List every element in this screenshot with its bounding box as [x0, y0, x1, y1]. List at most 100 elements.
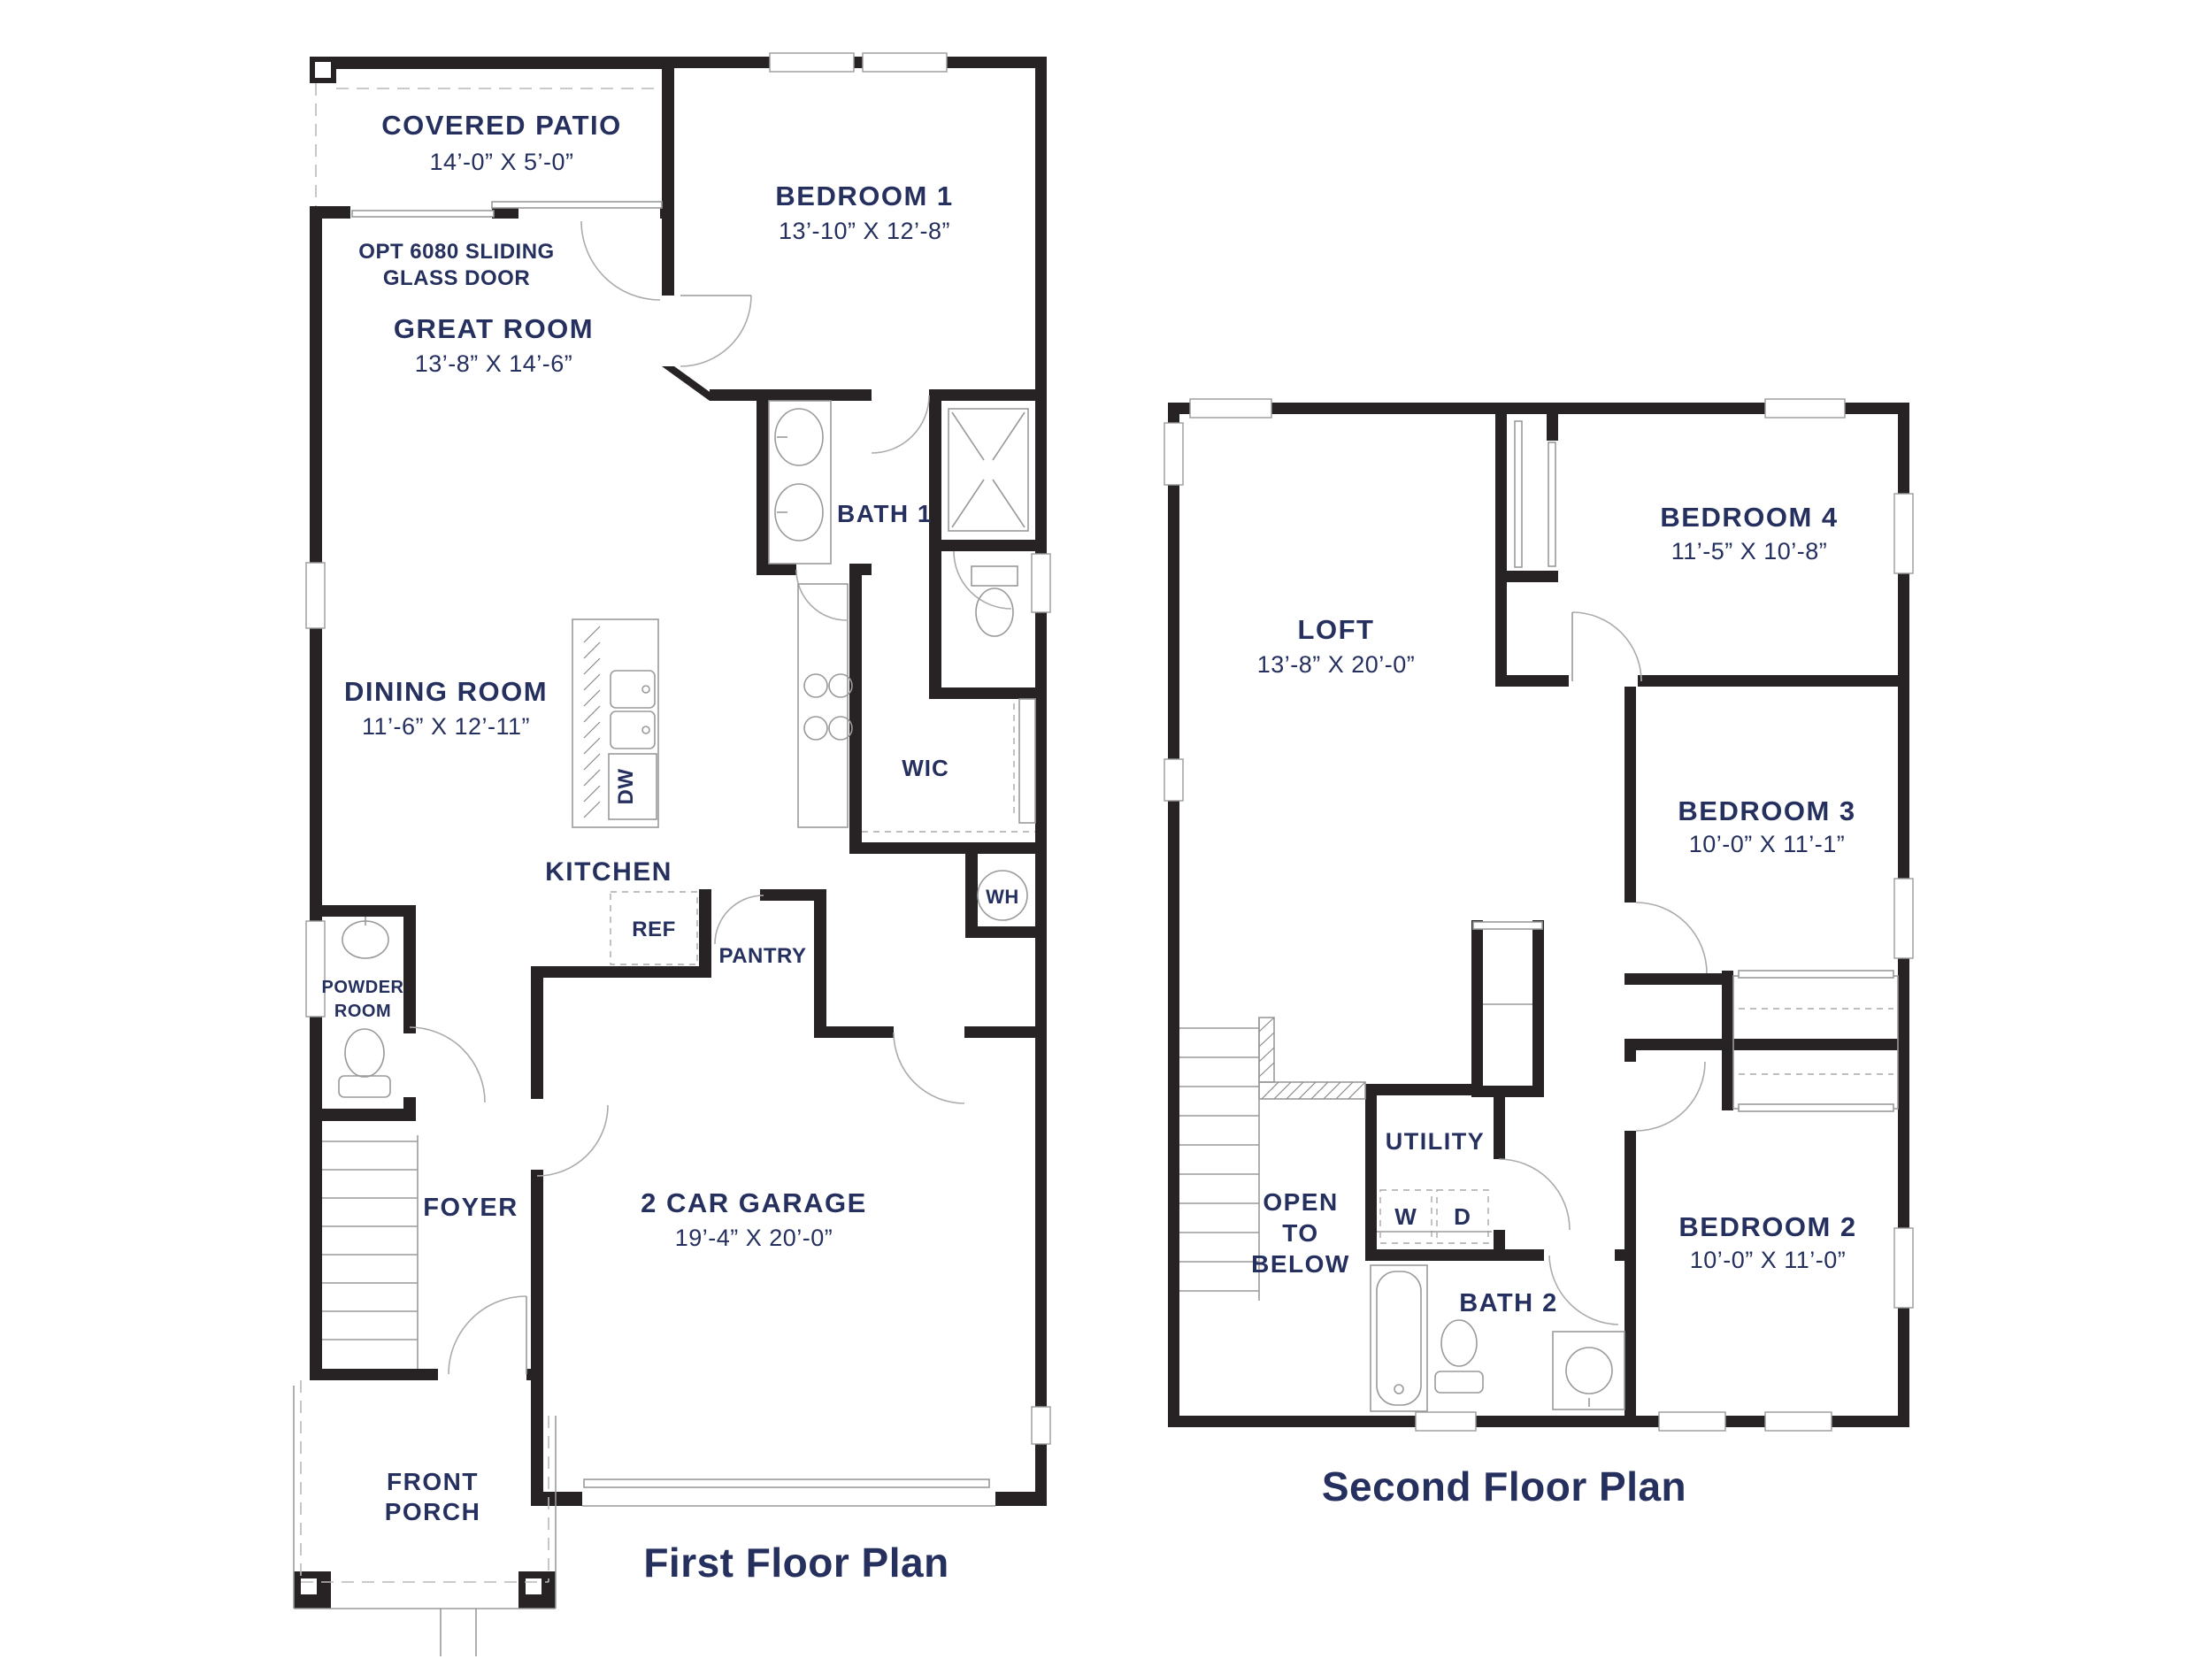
washer-box	[1379, 1189, 1432, 1244]
wic-area	[862, 698, 1036, 921]
sliding-door-note: OPT 6080 SLIDING	[358, 240, 554, 264]
foyer-label: FOYER	[423, 1194, 518, 1222]
toilet-icon	[971, 565, 1018, 587]
sliding-door-panel	[491, 201, 663, 209]
door-arc	[409, 1026, 486, 1103]
bedroom1-dims: 13’-10” X 12’-8”	[779, 218, 950, 244]
sink-icon	[774, 483, 824, 541]
bath1-fixtures	[768, 400, 1029, 637]
kitchen-fixtures	[572, 583, 853, 965]
bedroom2-label: BEDROOM 2	[1678, 1211, 1856, 1242]
dryer-label: D	[1454, 1203, 1471, 1230]
dishwasher-label: DW	[614, 769, 638, 805]
front-porch-label: PORCH	[385, 1498, 481, 1525]
kitchen-island	[572, 618, 659, 828]
window-icon	[1415, 1411, 1477, 1432]
door-arc	[580, 220, 661, 301]
window-icon	[862, 52, 948, 73]
garage-door	[583, 1479, 990, 1488]
door-arc	[1571, 611, 1642, 682]
open-to-below-label: TO	[1282, 1219, 1318, 1247]
open-to-below-label: BELOW	[1251, 1250, 1350, 1278]
dining-room-label: DINING ROOM	[344, 676, 548, 707]
half-wall	[1258, 1081, 1366, 1100]
door-arc	[1498, 1158, 1571, 1231]
utility-label: UTILITY	[1386, 1128, 1486, 1155]
sink-icon	[610, 710, 656, 749]
half-wall	[1258, 1017, 1275, 1083]
door-arc	[536, 1104, 609, 1177]
first-floor-doors	[409, 220, 1012, 1375]
second-floor-closets	[1472, 420, 1899, 1112]
window-icon	[1658, 1411, 1726, 1432]
sliding-door-panel	[351, 210, 495, 218]
sink-icon	[610, 670, 656, 709]
garage-label: 2 CAR GARAGE	[641, 1187, 867, 1218]
tub-icon	[1370, 1264, 1428, 1412]
utility-fixtures	[1377, 1189, 1492, 1244]
washer-label: W	[1394, 1203, 1417, 1230]
bath2-label: BATH 2	[1459, 1289, 1558, 1317]
open-to-below-label: OPEN	[1263, 1188, 1338, 1216]
door-arc	[893, 1032, 965, 1104]
porch-outline	[293, 1380, 995, 1656]
loft-dims: 13’-8” X 20’-0”	[1257, 651, 1416, 678]
dishwasher-box	[608, 753, 657, 820]
great-room-dims: 13’-8” X 14’-6”	[415, 350, 573, 377]
covered-patio	[315, 83, 663, 218]
closet-door	[1738, 1103, 1894, 1112]
covered-patio-dims: 14’-0” X 5’-0”	[429, 149, 573, 175]
great-room-label: GREAT ROOM	[394, 313, 594, 344]
second-floor-plan: LOFT 13’-8” X 20’-0” BEDROOM 4 11’-5” X …	[1164, 398, 1914, 1509]
covered-patio-label: COVERED PATIO	[381, 110, 622, 141]
closet-door	[1738, 970, 1894, 979]
bedroom3-dims: 10’-0” X 11’-1”	[1689, 831, 1846, 857]
window-icon	[1164, 758, 1184, 802]
cooktop-burner	[803, 673, 828, 698]
window-icon	[1031, 1406, 1051, 1445]
door-arc	[871, 395, 930, 454]
bedroom4-label: BEDROOM 4	[1660, 502, 1838, 533]
door-arc	[1548, 1255, 1619, 1325]
vanity-counter	[768, 400, 832, 565]
garage-dims: 19’-4” X 20’-0”	[675, 1225, 833, 1251]
bedroom3-label: BEDROOM 3	[1678, 795, 1855, 826]
powder-room-label: ROOM	[334, 1002, 391, 1021]
window-icon	[1189, 398, 1272, 419]
window-icon	[1764, 398, 1846, 419]
window-icon	[1893, 493, 1914, 574]
window-icon	[1764, 1411, 1832, 1432]
window-icon	[1031, 553, 1051, 613]
water-heater-icon	[977, 870, 1028, 921]
door-arc	[953, 550, 1012, 610]
closet-door	[1472, 921, 1543, 930]
bath2-fixtures	[1370, 1264, 1625, 1412]
sliding-door-note: GLASS DOOR	[383, 266, 530, 290]
window-icon	[1164, 422, 1184, 486]
kitchen-counter	[797, 583, 849, 828]
window-icon	[305, 562, 326, 629]
cooktop-burner	[828, 673, 853, 698]
window-icon	[769, 52, 855, 73]
bedroom2-dims: 10’-0” X 11’-0”	[1690, 1247, 1847, 1273]
window-icon	[305, 920, 326, 1018]
bath1-label: BATH 1	[837, 500, 933, 527]
wic-label: WIC	[902, 755, 949, 781]
window-icon	[1893, 878, 1914, 959]
bedroom4-dims: 11’-5” X 10’-8”	[1671, 538, 1828, 565]
pantry-label: PANTRY	[719, 944, 807, 968]
door-arc	[795, 569, 848, 621]
staircase	[322, 1135, 419, 1369]
powder-fixtures	[338, 917, 391, 1098]
sink-icon	[342, 920, 389, 959]
cooktop-burner	[828, 716, 853, 741]
closet-door	[1514, 420, 1523, 568]
water-heater-label: WH	[986, 886, 1019, 908]
second-floor-doors	[1498, 611, 1708, 1325]
first-floor-walls	[294, 57, 1047, 1609]
toilet-icon	[1440, 1319, 1478, 1367]
refrigerator-box	[610, 891, 698, 965]
door-arc	[714, 895, 764, 945]
